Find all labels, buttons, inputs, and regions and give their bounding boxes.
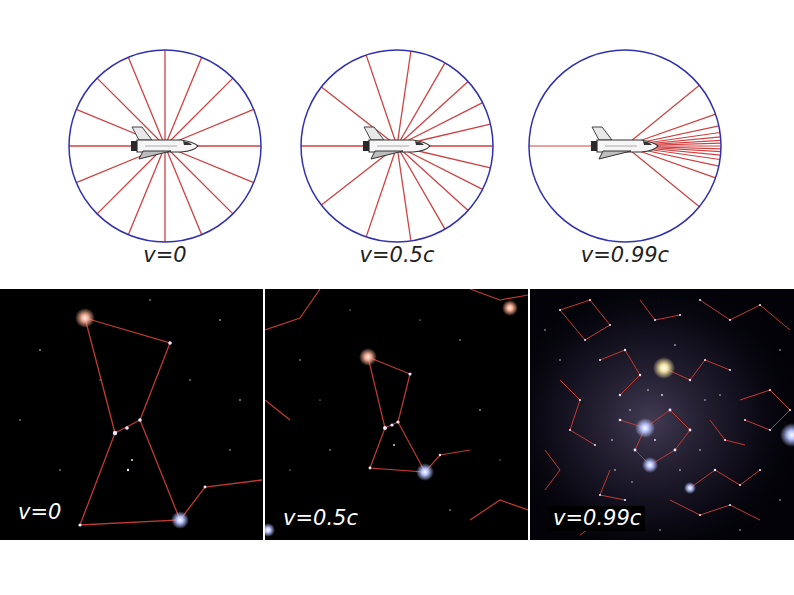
ray-circle	[529, 50, 721, 242]
velocity-label: v=0.5c	[279, 506, 362, 531]
sky-panel	[265, 289, 528, 540]
velocity-label: v=0	[14, 500, 65, 525]
constellation	[265, 289, 528, 537]
ray-circle	[301, 50, 493, 242]
velocity-label: v=0.99c	[549, 506, 645, 531]
velocity-label: v=0.99c	[578, 244, 672, 267]
ray-circle	[69, 50, 261, 242]
velocity-label: v=0.5c	[357, 244, 438, 267]
velocity-label: v=0	[140, 244, 189, 267]
sky-panel	[0, 289, 263, 540]
constellation	[19, 299, 262, 529]
constellation	[530, 289, 794, 540]
